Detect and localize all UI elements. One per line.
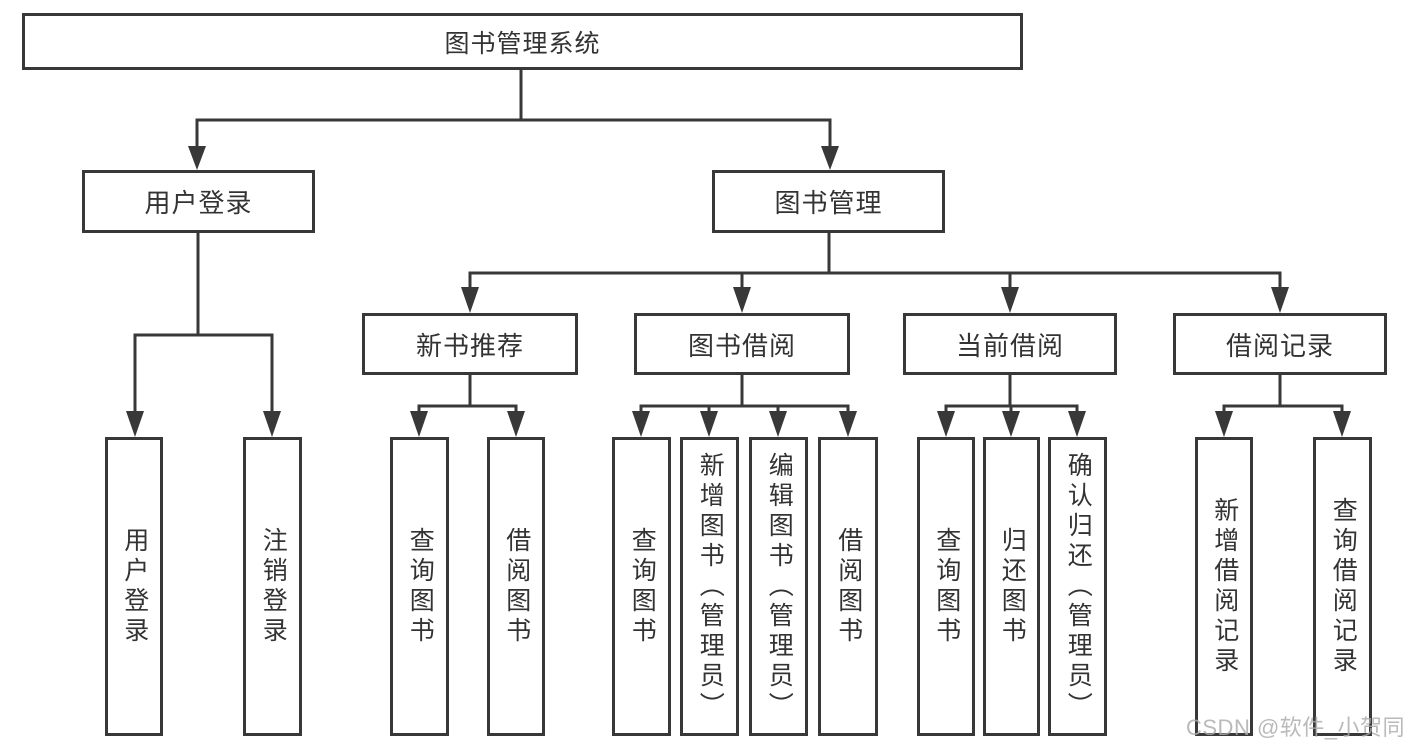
node-user-login: 用户登录 — [82, 170, 315, 233]
node-leaf-cb-return-books-label: 归还图书 — [998, 526, 1027, 647]
node-leaf-logout-label: 注销登录 — [259, 526, 288, 647]
node-book-borrow: 图书借阅 — [634, 313, 850, 375]
node-leaf-bb-add-books: 新增图书（管理员） — [680, 437, 739, 736]
node-new-book-label: 新书推荐 — [415, 330, 524, 361]
node-leaf-bb-query-books: 查询图书 — [612, 437, 671, 736]
node-leaf-cb-confirm-return: 确认归还（管理员） — [1048, 437, 1107, 736]
node-leaf-nb-borrow-books: 借阅图书 — [487, 437, 545, 736]
node-leaf-cb-query-books: 查询图书 — [917, 437, 975, 736]
connector-borrow-records-to-leaves — [1215, 375, 1351, 437]
node-leaf-bb-edit-books-label: 编辑图书（管理员） — [765, 451, 794, 722]
node-leaf-bb-borrow-books: 借阅图书 — [818, 437, 878, 736]
connector-current-borrow-to-leaves — [937, 375, 1086, 437]
connector-book-mgmt-to-level3 — [461, 233, 1289, 313]
node-book-mgmt-label: 图书管理 — [774, 188, 883, 218]
node-current-borrow: 当前借阅 — [903, 313, 1117, 375]
node-borrow-records-label: 借阅记录 — [1225, 330, 1334, 361]
node-leaf-br-query-record: 查询借阅记录 — [1313, 437, 1372, 736]
node-leaf-bb-add-books-label: 新增图书（管理员） — [696, 451, 725, 722]
node-leaf-bb-edit-books: 编辑图书（管理员） — [749, 437, 808, 736]
node-root-label: 图书管理系统 — [444, 29, 601, 58]
node-leaf-bb-query-books-label: 查询图书 — [628, 526, 657, 647]
node-leaf-br-query-record-label: 查询借阅记录 — [1329, 496, 1358, 677]
node-leaf-cb-query-books-label: 查询图书 — [932, 526, 961, 647]
node-root: 图书管理系统 — [22, 13, 1023, 70]
node-leaf-br-add-record: 新增借阅记录 — [1195, 437, 1253, 736]
node-leaf-bb-borrow-books-label: 借阅图书 — [834, 526, 863, 647]
node-borrow-records: 借阅记录 — [1173, 313, 1387, 375]
connector-book-borrow-to-leaves — [632, 375, 857, 437]
node-user-login-label: 用户登录 — [144, 188, 253, 218]
node-leaf-nb-query-books-label: 查询图书 — [406, 526, 435, 647]
node-leaf-cb-confirm-return-label: 确认归还（管理员） — [1064, 451, 1093, 722]
node-leaf-br-add-record-label: 新增借阅记录 — [1210, 496, 1239, 677]
watermark-text: CSDN @软件_小贺同学 — [1186, 715, 1405, 740]
node-new-book: 新书推荐 — [362, 313, 578, 375]
connector-new-book-to-leaves — [410, 375, 525, 437]
node-leaf-user-login: 用户登录 — [105, 437, 163, 736]
node-leaf-nb-query-books: 查询图书 — [390, 437, 449, 736]
node-leaf-logout: 注销登录 — [243, 437, 302, 736]
node-leaf-cb-return-books: 归还图书 — [983, 437, 1040, 736]
node-leaf-user-login-label: 用户登录 — [120, 526, 149, 647]
connector-root-to-level2 — [188, 70, 839, 170]
connector-user-login-to-leaves — [126, 233, 281, 437]
node-leaf-nb-borrow-books-label: 借阅图书 — [502, 526, 531, 647]
node-book-mgmt: 图书管理 — [712, 170, 945, 233]
node-book-borrow-label: 图书借阅 — [687, 330, 796, 361]
node-current-borrow-label: 当前借阅 — [955, 330, 1064, 361]
